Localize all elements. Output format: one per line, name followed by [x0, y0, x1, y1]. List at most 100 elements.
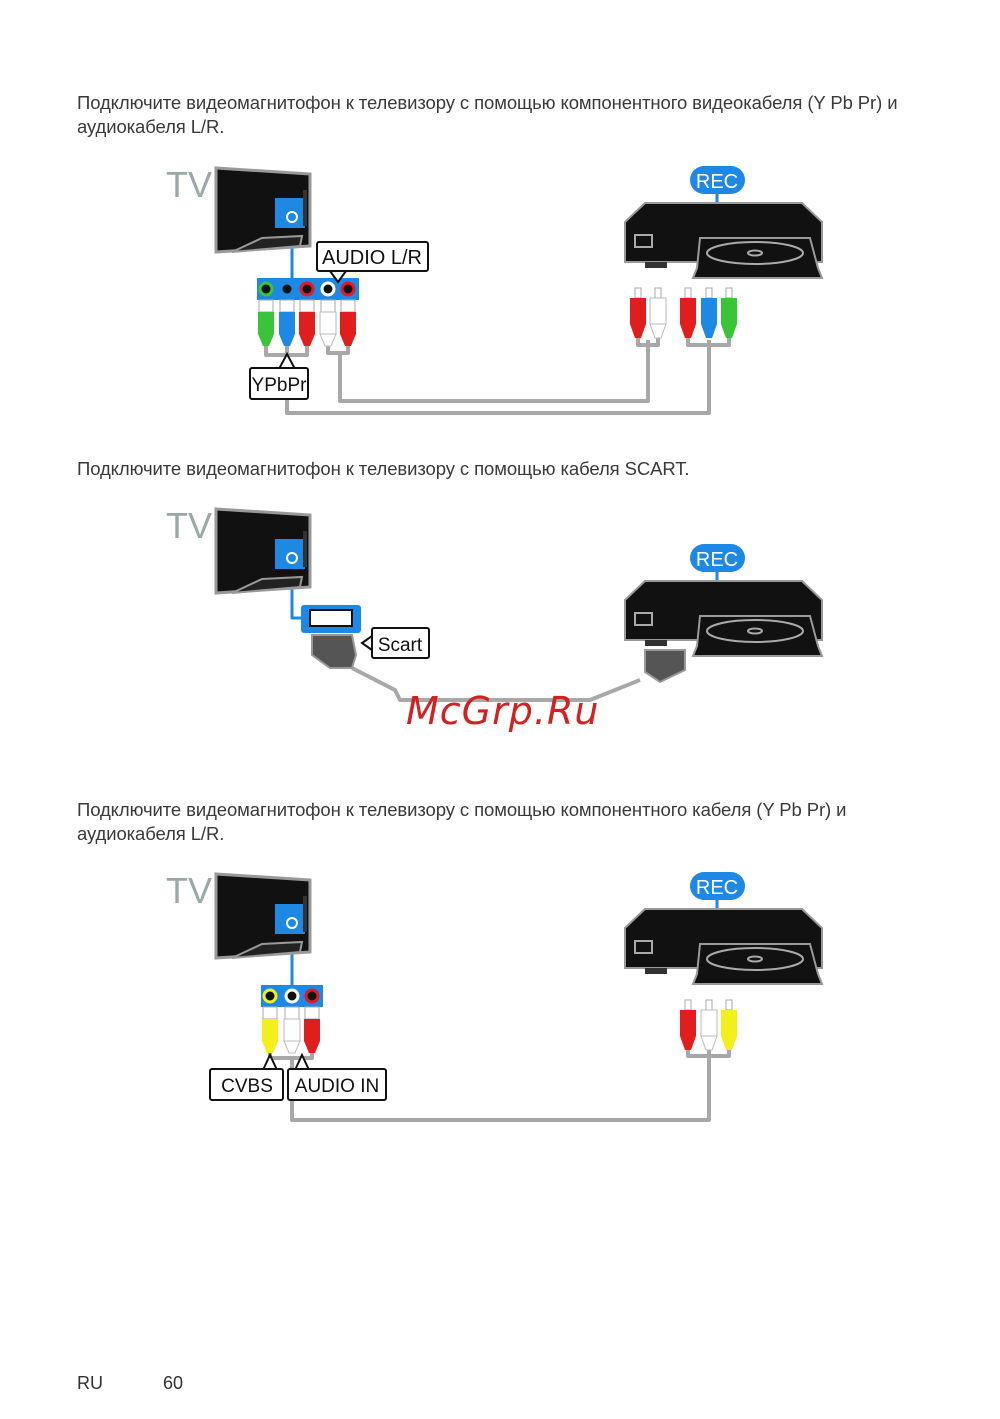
rec-tray	[691, 237, 824, 279]
rca-plug	[283, 1006, 301, 1054]
tv-screen	[214, 507, 312, 595]
rca-plug	[340, 299, 356, 346]
scart-callout-pointer	[360, 635, 373, 651]
plug-neck	[630, 324, 646, 338]
rca-plug	[304, 1006, 320, 1053]
plug-neck	[680, 1036, 696, 1050]
plug-neck	[721, 1036, 737, 1050]
audio-lr-callout-pointer	[329, 270, 347, 284]
rca-plug	[279, 299, 295, 346]
plug-neck	[258, 334, 274, 346]
plug-body	[721, 1010, 737, 1036]
plug-neck	[701, 324, 717, 338]
watermark: McGrp.Ru	[406, 689, 599, 733]
jack	[299, 281, 315, 297]
recorder-icon	[624, 544, 824, 657]
plug-body	[304, 1019, 320, 1041]
plug-body	[680, 1010, 696, 1036]
rec-disc-hole	[747, 955, 763, 963]
rec-foot	[645, 262, 667, 268]
rec-badge	[690, 166, 745, 194]
page-number: 60	[163, 1373, 184, 1393]
tv-stand	[231, 575, 304, 594]
tv-side	[303, 190, 307, 226]
tv-icon	[214, 166, 312, 254]
rca-plug	[258, 299, 274, 346]
labels: TV TV TV REC REC REC AUDIO L/R YPbPr Sca…	[166, 164, 738, 1097]
tv-icon	[214, 507, 312, 595]
plug-neck	[319, 333, 337, 347]
scart-plug	[644, 649, 686, 684]
jack	[340, 281, 356, 297]
rec-tray	[691, 943, 824, 985]
plug-neck	[283, 1040, 301, 1054]
rec-foot	[645, 640, 667, 646]
rec-button	[634, 234, 653, 248]
audio-lr-label: AUDIO L/R	[322, 247, 422, 269]
recorder-icon	[624, 166, 824, 279]
jack	[320, 281, 336, 297]
ypbpr-callout	[249, 367, 309, 400]
cvbs-callout	[209, 1068, 284, 1101]
plug-body	[299, 312, 315, 334]
instruction-scart: Подключите видеомагнитофон к телевизору …	[77, 458, 690, 479]
plug-neck	[649, 323, 667, 339]
scart-callout	[371, 627, 430, 659]
tv-port-ring	[286, 211, 298, 223]
rec-disc	[706, 619, 804, 643]
tv-icon	[214, 872, 312, 960]
cvbs-label: CVBS	[221, 1076, 273, 1097]
audio-in-callout-pointer	[294, 1052, 310, 1071]
plug-tip	[684, 999, 692, 1011]
rca-plug	[299, 299, 315, 346]
tv-label: TV	[166, 164, 212, 205]
plug-body	[700, 1009, 718, 1037]
rca-plug	[680, 999, 696, 1050]
tv-port-ring	[286, 917, 298, 929]
footer-language: RU	[77, 1373, 103, 1393]
rca-plug	[262, 1006, 278, 1053]
plug-neck	[299, 334, 315, 346]
jack	[258, 281, 274, 297]
recorder-icon	[624, 872, 824, 985]
plug-tip	[340, 299, 356, 313]
plug-neck	[340, 334, 356, 346]
rec-disc	[706, 241, 804, 265]
tv-side	[303, 531, 307, 567]
audio-in-callout	[287, 1068, 387, 1101]
plug-body	[283, 1018, 301, 1042]
plug-tip	[320, 299, 336, 313]
plug-neck	[721, 324, 737, 338]
rca-plug	[701, 287, 717, 338]
jack	[284, 988, 300, 1004]
rec-label: REC	[696, 171, 738, 193]
plug-tip	[299, 299, 315, 313]
plug-tip	[284, 1006, 300, 1020]
plug-neck	[279, 334, 295, 346]
rca-plug	[680, 287, 696, 338]
plug-body	[649, 297, 667, 325]
plug-tip	[725, 287, 733, 299]
plug-neck	[304, 1041, 320, 1053]
rca-plug	[649, 287, 667, 339]
rec-button	[634, 940, 653, 954]
tv-screen	[214, 166, 312, 254]
plug-body	[701, 298, 717, 324]
plug-neck	[700, 1035, 718, 1051]
cvbs-callout-pointer	[262, 1052, 278, 1071]
tv-screen	[214, 872, 312, 960]
plug-body	[279, 312, 295, 334]
rec-disc-hole	[747, 627, 763, 635]
rec-disc	[706, 947, 804, 971]
plug-tip	[684, 287, 692, 299]
plug-tip	[725, 999, 733, 1011]
audio-in-label: AUDIO IN	[295, 1076, 379, 1097]
tv-side	[303, 896, 307, 932]
rec-foot	[645, 968, 667, 974]
plug-body	[319, 311, 337, 335]
rec-tray	[691, 615, 824, 657]
scart-socket	[309, 609, 353, 627]
rca-plug	[319, 299, 337, 347]
ypbpr-label: YPbPr	[252, 375, 308, 396]
